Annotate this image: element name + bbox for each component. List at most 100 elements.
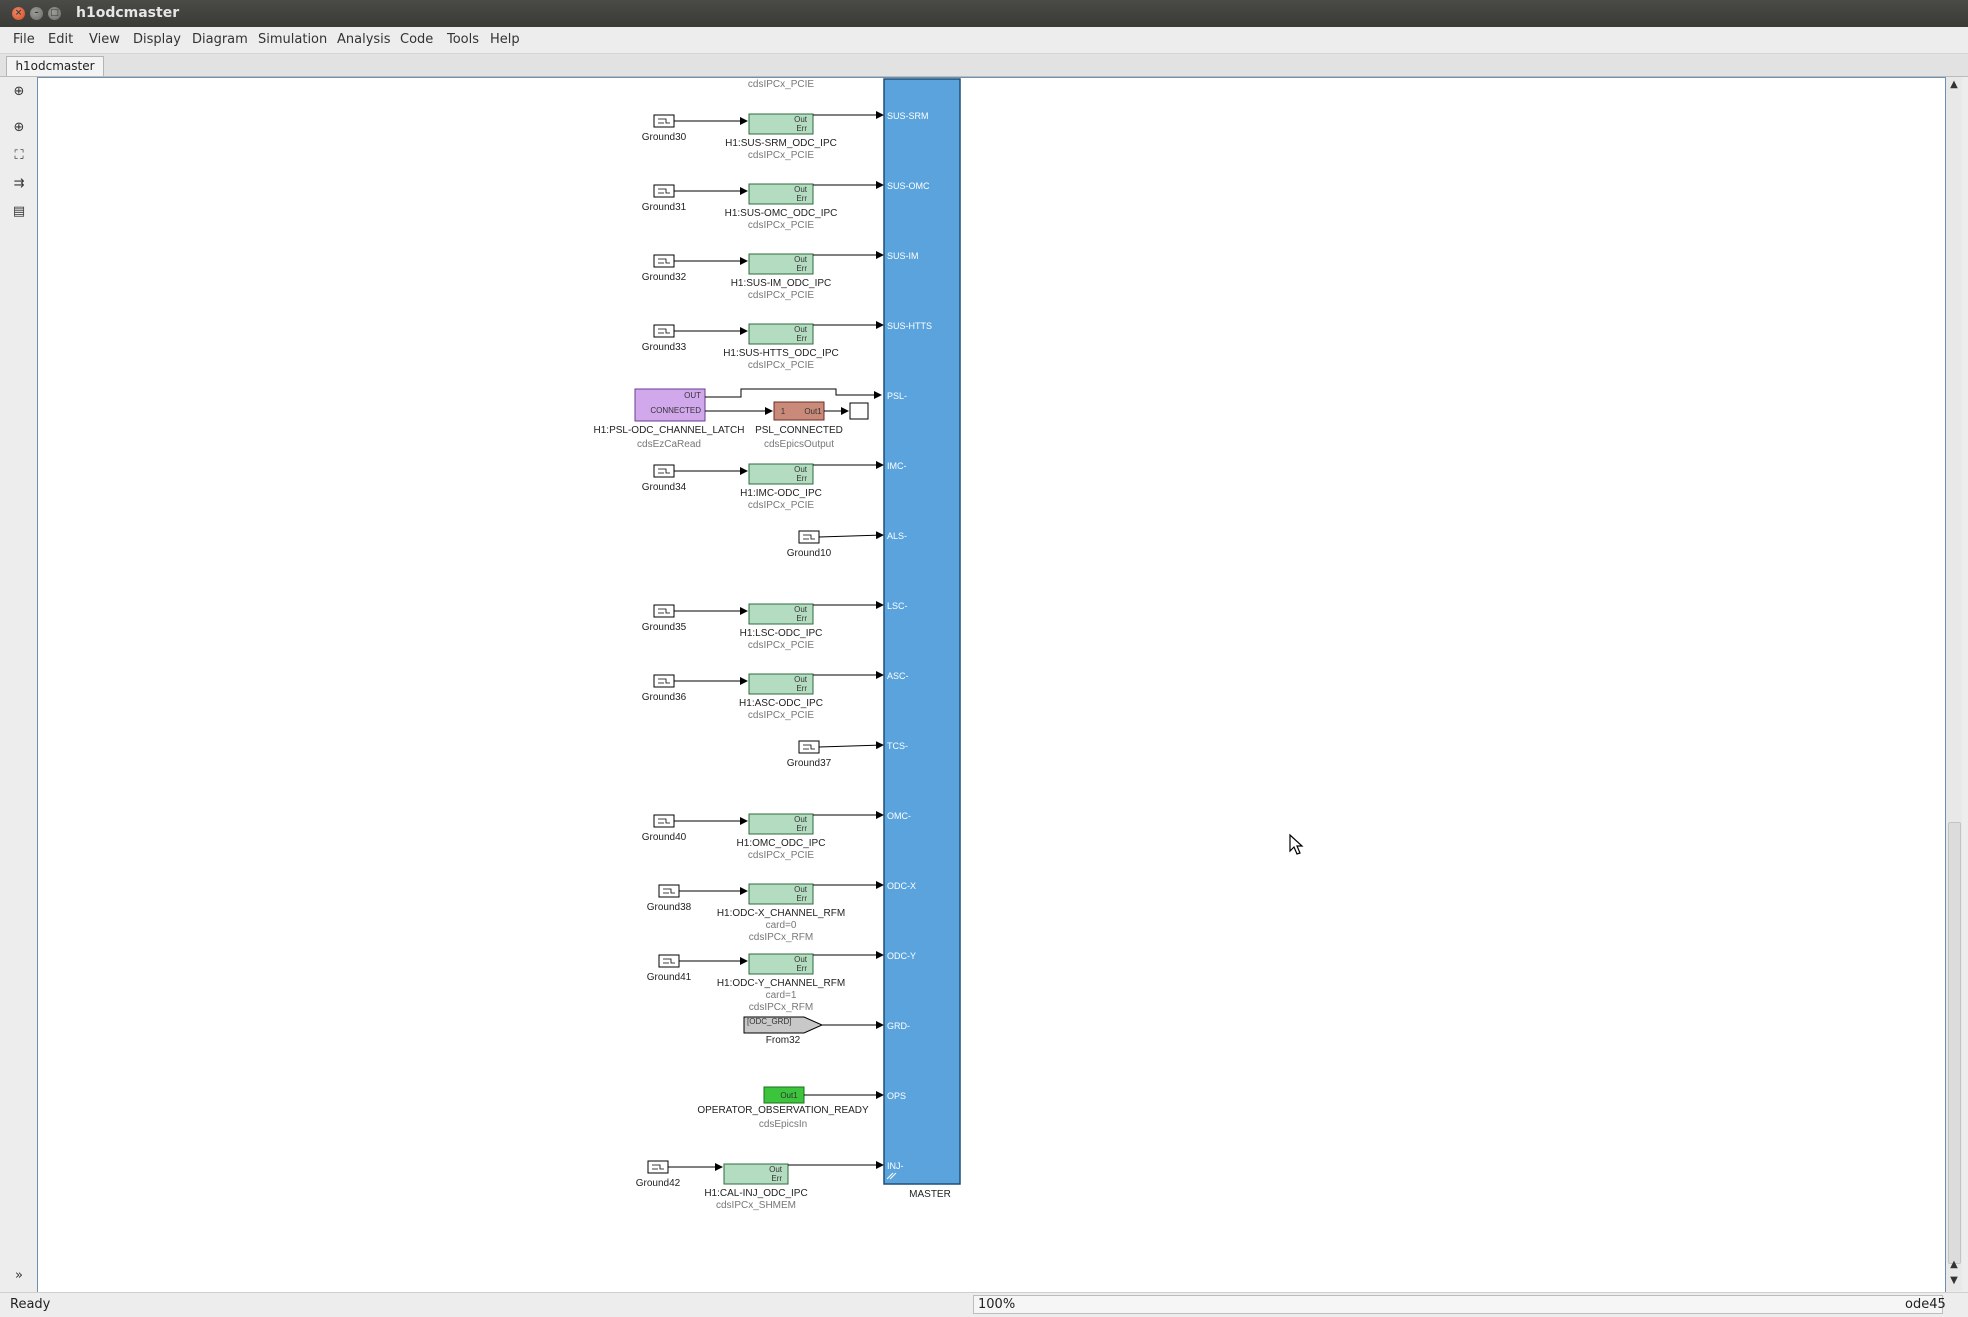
ipc-block[interactable]: [748, 883, 814, 905]
ground-label: Ground10: [787, 548, 832, 559]
vertical-scrollbar[interactable]: ▲ ▲ ▼: [1946, 77, 1962, 1291]
ipc-block-label: H1:SUS-OMC_ODC_IPC: [725, 208, 838, 219]
menu-tools[interactable]: Tools: [447, 32, 480, 47]
ground-label: Ground30: [642, 132, 687, 143]
ipc-out-port: Out: [794, 815, 808, 824]
annotation-icon[interactable]: ▤: [12, 204, 26, 219]
window-close-button[interactable]: ×: [12, 7, 25, 20]
window-minimize-button[interactable]: –: [30, 7, 43, 20]
ground-block[interactable]: [653, 184, 675, 198]
ipc-out-port: Out: [794, 185, 808, 194]
tab-h1odcmaster[interactable]: h1odcmaster: [6, 56, 104, 76]
menu-code[interactable]: Code: [400, 32, 434, 47]
signal-line: [705, 388, 882, 399]
ipc-block-type: cdsIPCx_PCIE: [748, 290, 814, 301]
ground-block[interactable]: [653, 674, 675, 688]
ipc-out-port: Out: [794, 885, 808, 894]
ground-label: Ground41: [647, 972, 692, 983]
ipc-err-port: Err: [796, 474, 807, 483]
ground-block[interactable]: [653, 814, 675, 828]
ipc-block[interactable]: [723, 1163, 789, 1185]
ipc-block[interactable]: [748, 113, 814, 135]
ground-block[interactable]: [798, 740, 820, 754]
ipc-block[interactable]: [748, 253, 814, 275]
ipc-out-port: Out: [794, 675, 808, 684]
from-block[interactable]: [743, 1016, 824, 1034]
master-port-asc: ASC-: [887, 671, 909, 681]
ipc-block-label: H1:OMC_ODC_IPC: [737, 838, 826, 849]
route-icon[interactable]: ⇉: [13, 176, 25, 191]
menu-edit[interactable]: Edit: [48, 32, 74, 47]
master-port-psl: PSL-: [887, 391, 907, 401]
partial-sublabel: cdsIPCx_PCIE: [748, 79, 814, 90]
scrollbar-thumb[interactable]: [1948, 822, 1961, 1264]
menu-help[interactable]: Help: [490, 32, 520, 47]
terminator-block[interactable]: [849, 402, 869, 420]
ground-block[interactable]: [798, 530, 820, 544]
ground-label: Ground34: [642, 482, 687, 493]
ipc-err-port: Err: [796, 264, 807, 273]
ipc-out-port: Out: [794, 325, 808, 334]
arrow-icon[interactable]: ⊕: [13, 84, 25, 99]
master-port-omc: OMC-: [887, 811, 911, 821]
maximize-icon: □: [50, 8, 59, 18]
master-port-susomc: SUS-OMC: [887, 181, 930, 191]
ground-block[interactable]: [658, 884, 680, 898]
ipc-block[interactable]: [748, 813, 814, 835]
ipc-block[interactable]: [748, 323, 814, 345]
ipc-block[interactable]: [748, 603, 814, 625]
signal-line: [818, 531, 884, 540]
master-block[interactable]: [883, 78, 961, 1185]
ground-block[interactable]: [647, 1160, 669, 1174]
ground-block[interactable]: [653, 324, 675, 338]
ground-label: Ground32: [642, 272, 687, 283]
ground-block[interactable]: [658, 954, 680, 968]
window-maximize-button[interactable]: □: [48, 7, 61, 20]
ground-icon: [658, 118, 670, 124]
ipc-block[interactable]: [748, 183, 814, 205]
ipc-block[interactable]: [748, 673, 814, 695]
epics-output-type: cdsEpicsOutput: [764, 439, 834, 450]
scroll-up-icon-bottom[interactable]: ▲: [1950, 1259, 1958, 1270]
menu-simulation[interactable]: Simulation: [258, 32, 328, 47]
ground-block[interactable]: [653, 114, 675, 128]
ipc-block-type: cdsIPCx_PCIE: [748, 850, 814, 861]
menu-view[interactable]: View: [89, 32, 120, 47]
scroll-down-icon[interactable]: ▼: [1950, 1275, 1958, 1286]
ipc-err-port: Err: [796, 894, 807, 903]
ground-block[interactable]: [653, 254, 675, 268]
menu-analysis[interactable]: Analysis: [337, 32, 391, 47]
zoom-icon[interactable]: ⊕: [13, 120, 25, 135]
ground-icon: [803, 744, 815, 750]
ezca-out-port: OUT: [684, 391, 701, 400]
ipc-out-port: Out: [769, 1165, 783, 1174]
menu-diagram[interactable]: Diagram: [192, 32, 248, 47]
ipc-block-param: card=1: [766, 990, 797, 1001]
ipc-block-label: H1:SUS-IM_ODC_IPC: [731, 278, 832, 289]
ground-label: Ground36: [642, 692, 687, 703]
ipc-err-port: Err: [796, 824, 807, 833]
ipc-out-port: Out: [794, 605, 808, 614]
expand-icon[interactable]: »: [15, 1268, 23, 1283]
fit-icon[interactable]: ⛶: [14, 148, 24, 163]
ipc-out-port: Out: [794, 465, 808, 474]
ipc-block-label: H1:ODC-Y_CHANNEL_RFM: [717, 978, 845, 989]
ezca-block-text: CONNECTED: [650, 406, 701, 415]
master-port-susim: SUS-IM: [887, 251, 919, 261]
ipc-block-label: H1:SUS-SRM_ODC_IPC: [725, 138, 837, 149]
window-title: h1odcmaster: [76, 5, 180, 21]
ipc-block[interactable]: [748, 463, 814, 485]
ipc-block-label: H1:IMC-ODC_IPC: [740, 488, 822, 499]
ipc-block[interactable]: [748, 953, 814, 975]
ground-block[interactable]: [653, 604, 675, 618]
ezca-read-block[interactable]: [634, 388, 706, 422]
ipc-out-port: Out: [794, 255, 808, 264]
ipc-block-label: H1:SUS-HTTS_ODC_IPC: [723, 348, 839, 359]
menu-display[interactable]: Display: [133, 32, 181, 47]
menu-file[interactable]: File: [13, 32, 35, 47]
epics-input-type: cdsEpicsIn: [759, 1119, 807, 1130]
ground-icon: [652, 1164, 664, 1170]
ground-block[interactable]: [653, 464, 675, 478]
scroll-up-icon[interactable]: ▲: [1950, 79, 1958, 90]
